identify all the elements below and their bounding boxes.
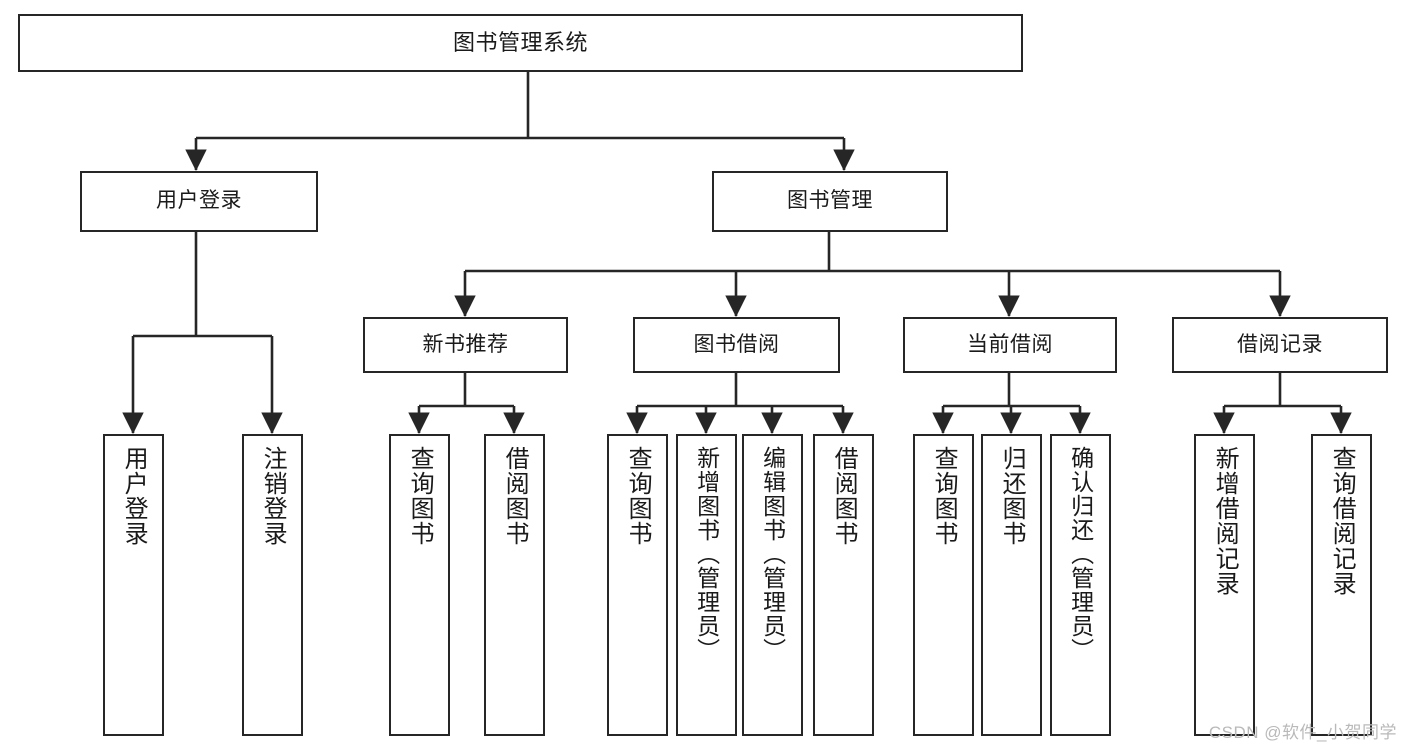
node-new-book-recommend-label: 新书推荐 xyxy=(422,332,509,356)
leaf-query-book-3-label: 查询图书 xyxy=(930,446,958,546)
node-root[interactable]: 图书管理系统 xyxy=(18,14,1023,72)
leaf-edit-book-label: 编辑图书（管理员） xyxy=(759,446,786,662)
leaf-add-book-label: 新增图书（管理员） xyxy=(693,446,720,662)
leaf-return-book[interactable]: 归还图书 xyxy=(981,434,1042,736)
leaf-logout-login[interactable]: 注销登录 xyxy=(242,434,303,736)
node-root-label: 图书管理系统 xyxy=(452,30,588,56)
leaf-borrow-book-1[interactable]: 借阅图书 xyxy=(484,434,545,736)
leaf-query-book-2[interactable]: 查询图书 xyxy=(607,434,668,736)
leaf-query-record-label: 查询借阅记录 xyxy=(1328,446,1356,596)
leaf-return-book-label: 归还图书 xyxy=(998,446,1026,546)
leaf-user-login-label: 用户登录 xyxy=(120,446,148,546)
node-book-borrow-label: 图书借阅 xyxy=(693,332,780,356)
leaf-add-record-label: 新增借阅记录 xyxy=(1211,446,1239,596)
leaf-add-record[interactable]: 新增借阅记录 xyxy=(1194,434,1255,736)
node-user-login-label: 用户登录 xyxy=(156,189,242,213)
leaf-borrow-book-2[interactable]: 借阅图书 xyxy=(813,434,874,736)
node-book-manage-label: 图书管理 xyxy=(787,189,873,213)
leaf-add-book[interactable]: 新增图书（管理员） xyxy=(676,434,737,736)
leaf-logout-login-label: 注销登录 xyxy=(259,446,287,546)
leaf-query-book-3[interactable]: 查询图书 xyxy=(913,434,974,736)
node-borrow-record-label: 借阅记录 xyxy=(1237,332,1323,356)
node-book-manage[interactable]: 图书管理 xyxy=(712,171,948,232)
leaf-edit-book[interactable]: 编辑图书（管理员） xyxy=(742,434,803,736)
node-borrow-record[interactable]: 借阅记录 xyxy=(1172,317,1388,373)
leaf-query-book-2-label: 查询图书 xyxy=(624,446,652,546)
node-current-borrow[interactable]: 当前借阅 xyxy=(903,317,1117,373)
leaf-borrow-book-1-label: 借阅图书 xyxy=(501,446,529,546)
watermark-text: CSDN @软件_小贺同学 xyxy=(1208,723,1397,742)
node-book-borrow[interactable]: 图书借阅 xyxy=(633,317,840,373)
leaf-query-book-1[interactable]: 查询图书 xyxy=(389,434,450,736)
leaf-user-login[interactable]: 用户登录 xyxy=(103,434,164,736)
node-new-book-recommend[interactable]: 新书推荐 xyxy=(363,317,568,373)
node-user-login[interactable]: 用户登录 xyxy=(80,171,318,232)
leaf-borrow-book-2-label: 借阅图书 xyxy=(830,446,858,546)
leaf-confirm-return-label: 确认归还（管理员） xyxy=(1067,446,1094,662)
node-current-borrow-label: 当前借阅 xyxy=(967,332,1053,356)
leaf-query-book-1-label: 查询图书 xyxy=(406,446,434,546)
leaf-query-record[interactable]: 查询借阅记录 xyxy=(1311,434,1372,736)
leaf-confirm-return[interactable]: 确认归还（管理员） xyxy=(1050,434,1111,736)
